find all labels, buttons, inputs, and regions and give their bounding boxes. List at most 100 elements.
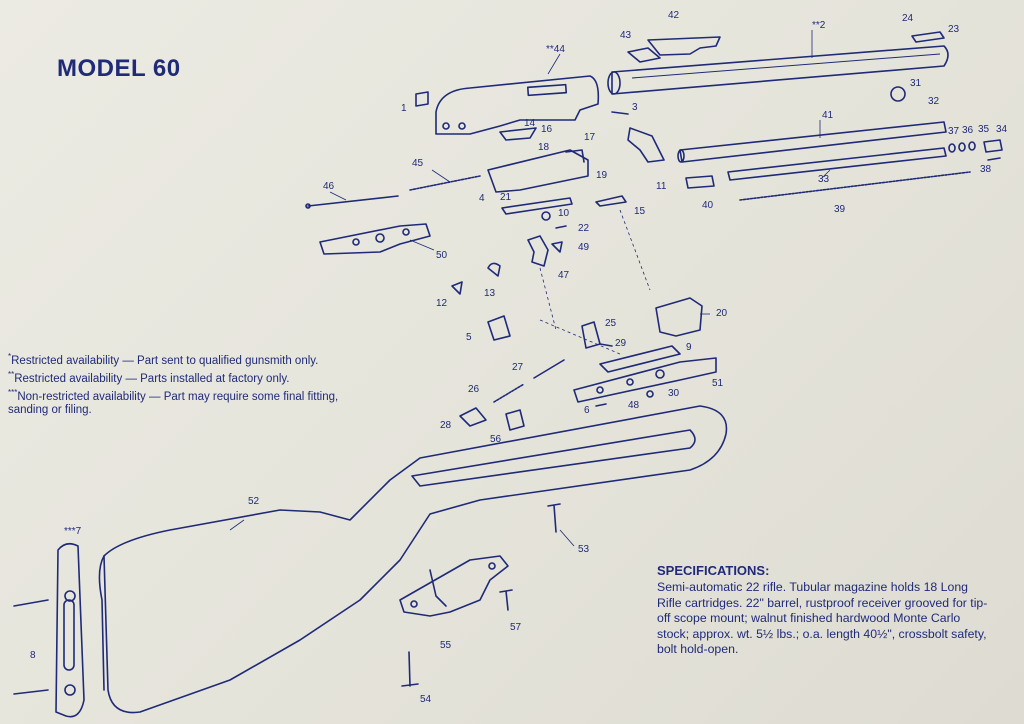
callout-19: 19 [596, 170, 608, 181]
callout-39: 39 [834, 204, 846, 215]
part-5 [487, 315, 511, 341]
callout-5: 5 [466, 332, 472, 343]
callout-45: 45 [412, 158, 424, 169]
part-51-trigger-plate [573, 357, 717, 403]
callout-42: 42 [668, 10, 680, 21]
callout-33: 33 [818, 174, 830, 185]
part-28 [459, 407, 487, 427]
part-barrel [607, 45, 949, 95]
part-57-screw [499, 589, 513, 611]
callout-9: 9 [686, 342, 692, 353]
callout-16: 16 [541, 124, 553, 135]
callout-43: 43 [620, 30, 632, 41]
callout-44: **44 [546, 44, 565, 55]
callout-32: 32 [928, 96, 940, 107]
callout-numbers: 1 **2 3 4 5 6 ***7 8 9 10 11 12 13 14 15… [30, 10, 1008, 705]
part-12 [451, 281, 463, 295]
callout-25: 25 [605, 318, 617, 329]
specifications-block: SPECIFICATIONS: Semi-automatic 22 rifle.… [657, 563, 992, 658]
part-6 [595, 403, 607, 407]
callout-53: 53 [578, 544, 590, 555]
part-21-bar [501, 197, 573, 215]
part-53-screw [547, 503, 561, 533]
part-27-pin [533, 359, 565, 379]
part-magazine-end-parts [948, 139, 1003, 161]
callout-27: 27 [512, 362, 524, 373]
part-8-screws [13, 599, 49, 695]
callout-49: 49 [578, 242, 590, 253]
part-49 [551, 241, 563, 253]
part-3-pin [611, 111, 629, 115]
part-14-extractor [499, 127, 537, 141]
part-9 [599, 345, 681, 373]
callout-3: 3 [632, 102, 638, 113]
note-restricted-gunsmith: *Restricted availability — Part sent to … [8, 350, 358, 368]
callout-7: ***7 [64, 526, 82, 537]
page-title: MODEL 60 [57, 55, 181, 82]
callout-22: 22 [578, 223, 590, 234]
callout-54: 54 [420, 694, 432, 705]
callout-14: 14 [524, 118, 536, 129]
availability-notes: *Restricted availability — Part sent to … [8, 350, 358, 417]
part-magazine-spring [739, 171, 971, 201]
callout-21: 21 [500, 192, 512, 203]
part-22 [555, 225, 567, 229]
callout-34: 34 [996, 124, 1008, 135]
note-text: Restricted availability — Parts installe… [14, 372, 290, 385]
callout-37: 37 [948, 126, 960, 137]
part-7-slot [63, 599, 75, 671]
part-46-guide-rod [305, 195, 399, 209]
part-55-trigger-guard [399, 555, 509, 617]
callout-46: 46 [323, 181, 335, 192]
callout-1: 1 [401, 103, 407, 114]
callout-17: 17 [584, 132, 596, 143]
part-40-cap [685, 175, 715, 189]
callout-38: 38 [980, 164, 992, 175]
callout-15: 15 [634, 206, 646, 217]
part-47-sear [527, 235, 549, 267]
callout-29: 29 [615, 338, 627, 349]
callout-35: 35 [978, 124, 990, 135]
part-inner-tube [727, 147, 947, 181]
callout-56: 56 [490, 434, 502, 445]
callout-52: 52 [248, 496, 260, 507]
part-50-trigger-plate [319, 223, 431, 255]
callout-leaders [229, 30, 831, 547]
part-20 [655, 297, 703, 337]
callout-30: 30 [668, 388, 680, 399]
callout-18: 18 [538, 142, 550, 153]
part-scope-mount [627, 36, 721, 63]
callout-31: 31 [910, 78, 922, 89]
callout-23: 23 [948, 24, 960, 35]
callout-57: 57 [510, 622, 522, 633]
callout-11: 11 [656, 181, 667, 192]
note-text: Restricted availability — Part sent to q… [11, 354, 319, 367]
note-text: Non-restricted availability — Part may r… [8, 390, 339, 417]
part-rear-sight [911, 31, 945, 43]
callout-20: 20 [716, 308, 728, 319]
part-1-pin [415, 91, 429, 107]
callout-26: 26 [468, 384, 480, 395]
part-7-buttplate [55, 542, 85, 718]
specifications-body: Semi-automatic 22 rifle. Tubular magazin… [657, 580, 988, 656]
callout-47: 47 [558, 270, 570, 281]
callout-6: 6 [584, 405, 590, 416]
part-45-spring [409, 175, 481, 191]
callout-8: 8 [30, 650, 36, 661]
note-restricted-factory: **Restricted availability — Parts instal… [8, 368, 358, 386]
note-mark: ** [8, 369, 15, 379]
callout-12: 12 [436, 298, 448, 309]
callout-40: 40 [702, 200, 714, 211]
part-bolt [487, 149, 589, 193]
part-11-bracket [627, 127, 665, 163]
callout-28: 28 [440, 420, 452, 431]
specifications-heading: SPECIFICATIONS: [657, 563, 770, 578]
part-26-spring [493, 383, 525, 403]
part-stock [98, 405, 728, 714]
part-magazine-tube [677, 121, 947, 163]
callout-10: 10 [558, 208, 570, 219]
callout-24: 24 [902, 13, 914, 24]
note-mark: *** [8, 387, 18, 397]
callout-51: 51 [712, 378, 724, 389]
